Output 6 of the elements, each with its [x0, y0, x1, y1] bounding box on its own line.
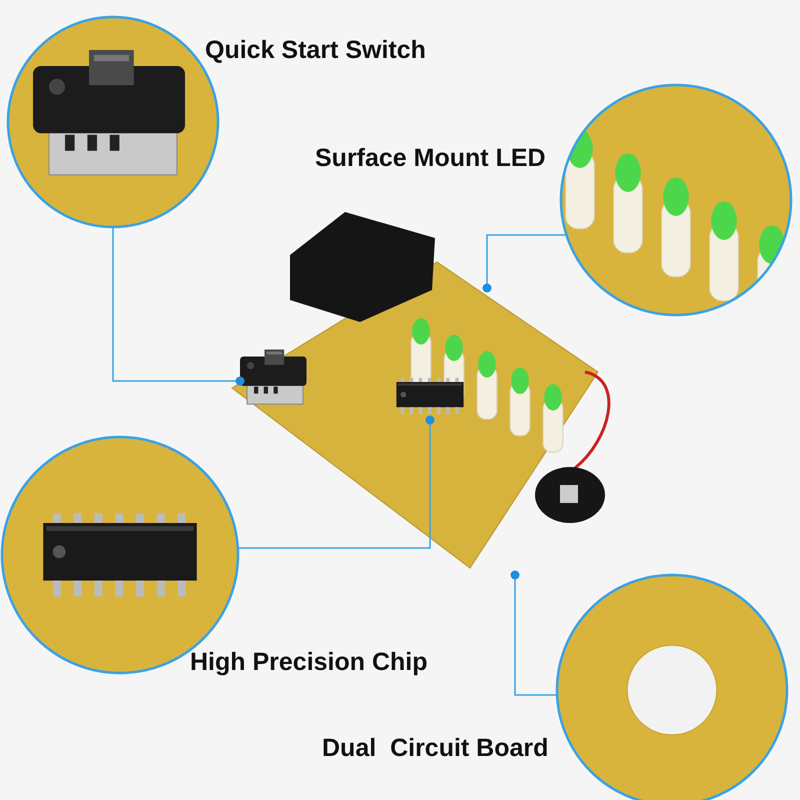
callout-title: Quick Start Switch — [205, 35, 426, 65]
leader-line — [510, 570, 558, 696]
leader-line — [112, 227, 244, 386]
callout-title: High Precision Chip — [190, 647, 428, 677]
callout-title: Dual Circuit Board — [322, 733, 548, 763]
callout-title: Surface Mount LED — [315, 143, 546, 173]
